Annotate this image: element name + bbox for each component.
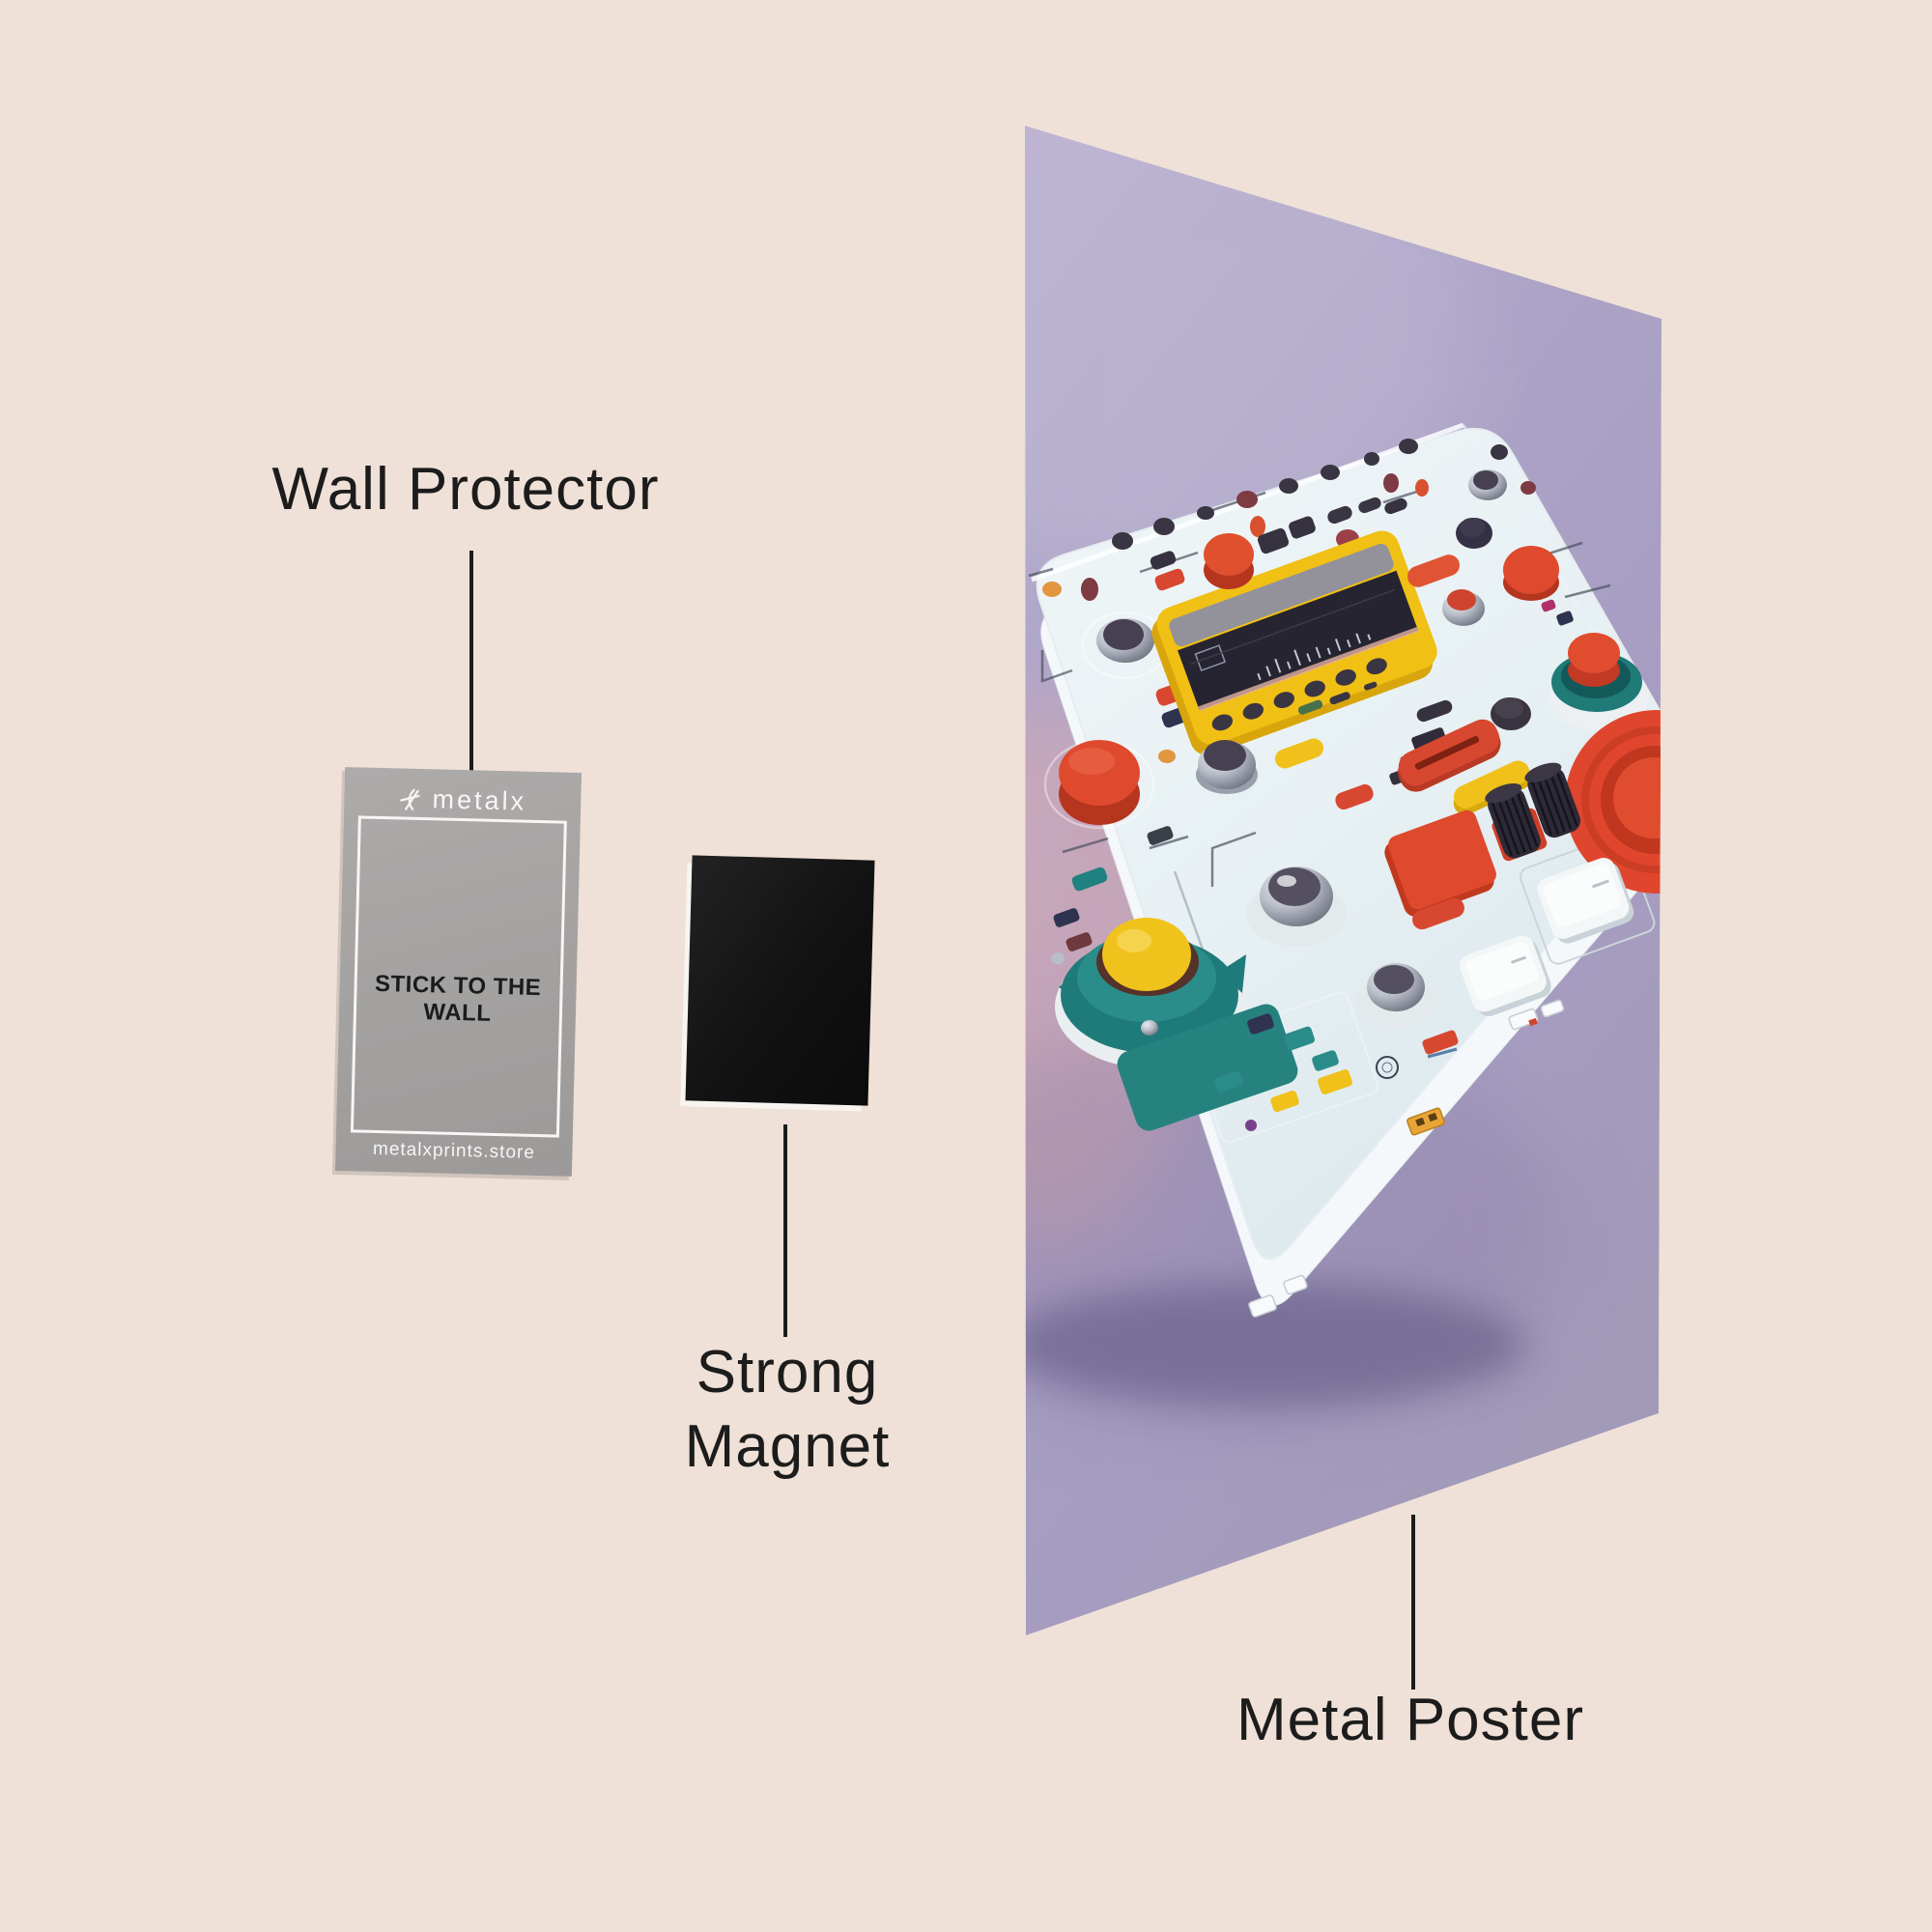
screen-top-bar xyxy=(1169,543,1394,647)
card-brand-row: metalx xyxy=(344,782,582,818)
strong-magnet-label: Strong Magnet xyxy=(684,1339,891,1480)
module-buttons xyxy=(1211,658,1387,731)
top-knob-row xyxy=(1081,439,1536,601)
white-key-buttons xyxy=(1460,858,1634,1017)
silver-knob-large xyxy=(1246,867,1347,947)
metal-poster-label: Metal Poster xyxy=(1236,1687,1585,1753)
knurled-knobs xyxy=(1485,762,1581,862)
metal-poster-connector-line xyxy=(1411,1515,1415,1690)
red-dial-knob xyxy=(1565,710,1662,894)
synthesizer-illustration xyxy=(1028,422,1662,1318)
big-red-button xyxy=(1059,740,1140,825)
small-chips xyxy=(1051,826,1174,964)
teal-panel xyxy=(1117,1004,1298,1131)
strong-magnet-connector-line xyxy=(783,1124,787,1337)
card-website: metalxprints.store xyxy=(372,1138,536,1163)
wall-protector-connector-line xyxy=(469,551,473,797)
silver-knob-small xyxy=(1355,963,1436,1028)
red-slider-bar xyxy=(1398,719,1501,792)
yellow-pill xyxy=(1274,738,1324,769)
wall-protector-label: Wall Protector xyxy=(271,456,660,523)
card-message: STICK TO THE WALL xyxy=(374,970,542,1027)
wall-protector-card: metalx STICK TO THE WALL metalxprints.st… xyxy=(334,767,582,1177)
waveform-bars xyxy=(1257,633,1372,681)
display-screen xyxy=(1178,570,1419,711)
screen-module xyxy=(1151,530,1437,756)
silver-knob-mid xyxy=(1196,740,1258,794)
card-brand-text: metalx xyxy=(432,784,527,816)
red-square-pad xyxy=(1335,783,1496,930)
teal-ring-button xyxy=(1548,633,1649,730)
chip-grid xyxy=(1214,1013,1352,1131)
red-pill xyxy=(1407,554,1460,587)
edge-details xyxy=(1248,999,1565,1318)
strong-magnet xyxy=(685,855,875,1106)
metalx-logo-icon xyxy=(400,788,420,810)
